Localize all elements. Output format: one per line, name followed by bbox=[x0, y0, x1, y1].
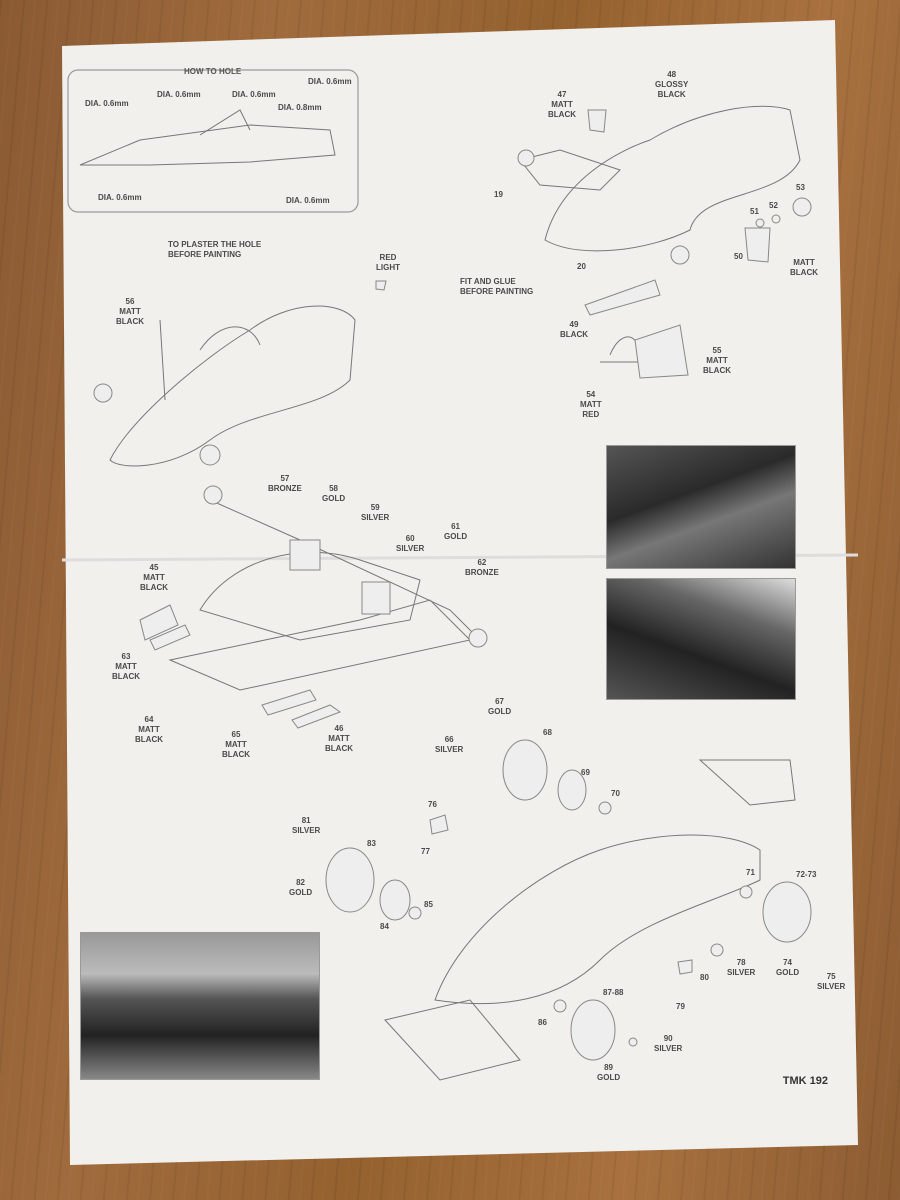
part-label: 70 bbox=[611, 789, 620, 798]
part-label: 79 bbox=[676, 1002, 685, 1011]
part-label: 65 MATT BLACK bbox=[222, 730, 250, 759]
part-label: 47 MATT BLACK bbox=[548, 90, 576, 119]
part-label: 49 BLACK bbox=[560, 320, 588, 339]
part-label: 87-88 bbox=[603, 988, 624, 997]
part-label: 20 bbox=[577, 262, 586, 271]
part-label: 75 SILVER bbox=[817, 972, 846, 991]
part-label: 50 bbox=[734, 252, 743, 261]
part-label: 46 MATT BLACK bbox=[325, 724, 353, 753]
part-label: MATT BLACK bbox=[790, 258, 818, 277]
part-label: 64 MATT BLACK bbox=[135, 715, 163, 744]
part-label: 52 bbox=[769, 201, 778, 210]
part-label: 62 BRONZE bbox=[465, 558, 499, 577]
part-label: 81 SILVER bbox=[292, 816, 321, 835]
part-label: 66 SILVER bbox=[435, 735, 464, 754]
part-label: 83 bbox=[367, 839, 376, 848]
race-car-photo bbox=[80, 932, 320, 1080]
part-label: 56 MATT BLACK bbox=[116, 297, 144, 326]
hole-diameter-label: DIA. 0.8mm bbox=[278, 103, 322, 112]
hole-diameter-label: DIA. 0.6mm bbox=[85, 99, 129, 108]
part-label: 58 GOLD bbox=[322, 484, 346, 503]
part-label: 68 bbox=[543, 728, 552, 737]
part-label: 55 MATT BLACK bbox=[703, 346, 731, 375]
part-label: 69 bbox=[581, 768, 590, 777]
garage-photo-top bbox=[606, 445, 796, 569]
part-label: 48 GLOSSY BLACK bbox=[655, 70, 689, 99]
how-to-hole-title: HOW TO HOLE bbox=[184, 67, 242, 76]
note-plaster-hole: TO PLASTER THE HOLE BEFORE PAINTING bbox=[168, 240, 262, 259]
part-label: 19 bbox=[494, 190, 503, 199]
part-label: 77 bbox=[421, 847, 430, 856]
part-label: 63 MATT BLACK bbox=[112, 652, 140, 681]
part-label: 54 MATT RED bbox=[580, 390, 602, 419]
part-label: 80 bbox=[700, 973, 709, 982]
part-label: 89 GOLD bbox=[597, 1063, 621, 1082]
part-label: 86 bbox=[538, 1018, 547, 1027]
hole-diameter-label: DIA. 0.6mm bbox=[232, 90, 276, 99]
garage-photo-driver bbox=[606, 578, 796, 700]
part-label: 78 SILVER bbox=[727, 958, 756, 977]
sheet-code: TMK 192 bbox=[782, 1075, 828, 1087]
hole-diameter-label: DIA. 0.6mm bbox=[286, 196, 330, 205]
part-label: 60 SILVER bbox=[396, 534, 425, 553]
note-fit-glue: FIT AND GLUE BEFORE PAINTING bbox=[460, 277, 534, 296]
part-label: 85 bbox=[424, 900, 433, 909]
part-label: 71 bbox=[746, 868, 755, 877]
part-label: 67 GOLD bbox=[488, 697, 512, 716]
hole-diameter-label: DIA. 0.6mm bbox=[308, 77, 352, 86]
part-label: 53 bbox=[796, 183, 805, 192]
part-label: 57 BRONZE bbox=[268, 474, 302, 493]
part-label: 59 SILVER bbox=[361, 503, 390, 522]
hole-diameter-label: DIA. 0.6mm bbox=[157, 90, 201, 99]
part-label: 84 bbox=[380, 922, 389, 931]
part-label: 82 GOLD bbox=[289, 878, 313, 897]
part-label: 45 MATT BLACK bbox=[140, 563, 168, 592]
part-label: 51 bbox=[750, 207, 759, 216]
part-label: 76 bbox=[428, 800, 437, 809]
hole-diameter-label: DIA. 0.6mm bbox=[98, 193, 142, 202]
note-red-light: RED LIGHT bbox=[376, 253, 400, 272]
part-label: 74 GOLD bbox=[776, 958, 800, 977]
part-label: 61 GOLD bbox=[444, 522, 468, 541]
part-label: 72-73 bbox=[796, 870, 817, 879]
part-label: 90 SILVER bbox=[654, 1034, 683, 1053]
